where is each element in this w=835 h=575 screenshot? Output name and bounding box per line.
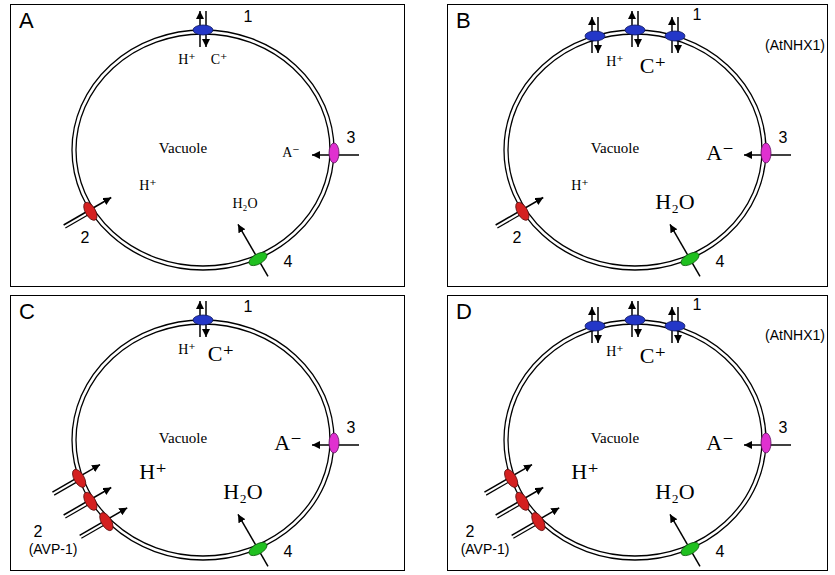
membrane-inner	[76, 324, 330, 556]
ion-label: H⁺	[139, 178, 157, 193]
panel-letter: A	[19, 9, 34, 33]
ion-label: A⁻	[282, 145, 300, 160]
ion-label: C⁺	[640, 344, 666, 368]
proton-pump-symbol	[59, 190, 117, 235]
callout-number: 4	[284, 543, 293, 561]
panel-letter: D	[456, 300, 472, 324]
callout-number: 2	[513, 229, 522, 247]
figure-panel: Vacuole C	[10, 295, 405, 571]
membrane-inner	[508, 324, 762, 556]
callout-number: 4	[284, 253, 293, 271]
proton-pump-symbol	[491, 190, 549, 235]
water-channel-symbol	[229, 509, 276, 571]
antiporter-symbol	[665, 307, 685, 343]
vacuole-label: Vacuole	[159, 140, 207, 157]
ion-label: A⁻	[274, 431, 302, 455]
callout-number: 4	[716, 543, 725, 561]
antiporter-symbol	[585, 307, 605, 343]
callout-number: 3	[779, 419, 788, 437]
vacuole-label: Vacuole	[591, 140, 639, 157]
membrane-outer	[72, 30, 334, 270]
ion-label: A⁻	[706, 141, 734, 165]
ion-label: H₂O	[655, 190, 694, 214]
membrane-inner	[508, 34, 762, 266]
callout-number: (AtNHX1)	[765, 38, 825, 53]
ion-label: H⁺	[178, 342, 196, 357]
callout-number: 3	[347, 129, 356, 147]
callout-number: (AVP-1)	[29, 542, 78, 557]
ion-label: H⁺	[178, 52, 196, 67]
ion-label: H₂O	[232, 196, 257, 211]
callout-number: 1	[693, 296, 702, 314]
callout-number: 1	[244, 8, 253, 26]
membrane-outer	[504, 320, 766, 560]
membrane-outer	[504, 30, 766, 270]
ion-label: A⁻	[706, 431, 734, 455]
callout-number: 2	[466, 523, 475, 541]
antiporter-symbol	[193, 301, 213, 337]
antiporter-symbol	[625, 11, 645, 47]
figure-panel: Vacuole A	[10, 4, 405, 287]
antiporter-symbol	[585, 17, 605, 53]
proton-pump-symbol	[480, 457, 538, 502]
membrane-outer	[72, 320, 334, 560]
vacuole-label: Vacuole	[159, 430, 207, 447]
callout-number: 2	[81, 229, 90, 247]
water-channel-symbol	[661, 219, 708, 281]
ion-label: H⁺	[139, 460, 167, 484]
ion-label: H₂O	[223, 480, 262, 504]
proton-pump-symbol	[48, 457, 106, 502]
callout-number: 1	[244, 298, 253, 316]
ion-label: C⁺	[640, 54, 666, 78]
callout-number: (AtNHX1)	[765, 328, 825, 343]
ion-label: C⁺	[211, 52, 228, 67]
water-channel-symbol	[229, 219, 276, 281]
anion-channel-symbol	[312, 143, 359, 163]
callout-number: 3	[347, 419, 356, 437]
vacuole-label: Vacuole	[591, 430, 639, 447]
water-channel-symbol	[661, 509, 708, 571]
ion-label: H⁺	[571, 178, 589, 193]
callout-number: 4	[716, 253, 725, 271]
ion-label: H₂O	[655, 480, 694, 504]
anion-channel-symbol	[744, 433, 791, 453]
antiporter-symbol	[665, 17, 685, 53]
membrane-inner	[76, 34, 330, 266]
antiporter-symbol	[193, 11, 213, 47]
callout-number: 1	[693, 6, 702, 24]
ion-label: H⁺	[606, 54, 624, 69]
ion-label: H⁺	[606, 344, 624, 359]
antiporter-symbol	[625, 301, 645, 337]
ion-label: C⁺	[208, 342, 234, 366]
anion-channel-symbol	[312, 433, 359, 453]
callout-number: 2	[34, 523, 43, 541]
anion-channel-symbol	[744, 143, 791, 163]
callout-number: (AVP-1)	[461, 542, 510, 557]
callout-number: 3	[779, 129, 788, 147]
panel-letter: B	[456, 9, 471, 33]
panel-letter: C	[19, 300, 35, 324]
ion-label: H⁺	[571, 460, 599, 484]
